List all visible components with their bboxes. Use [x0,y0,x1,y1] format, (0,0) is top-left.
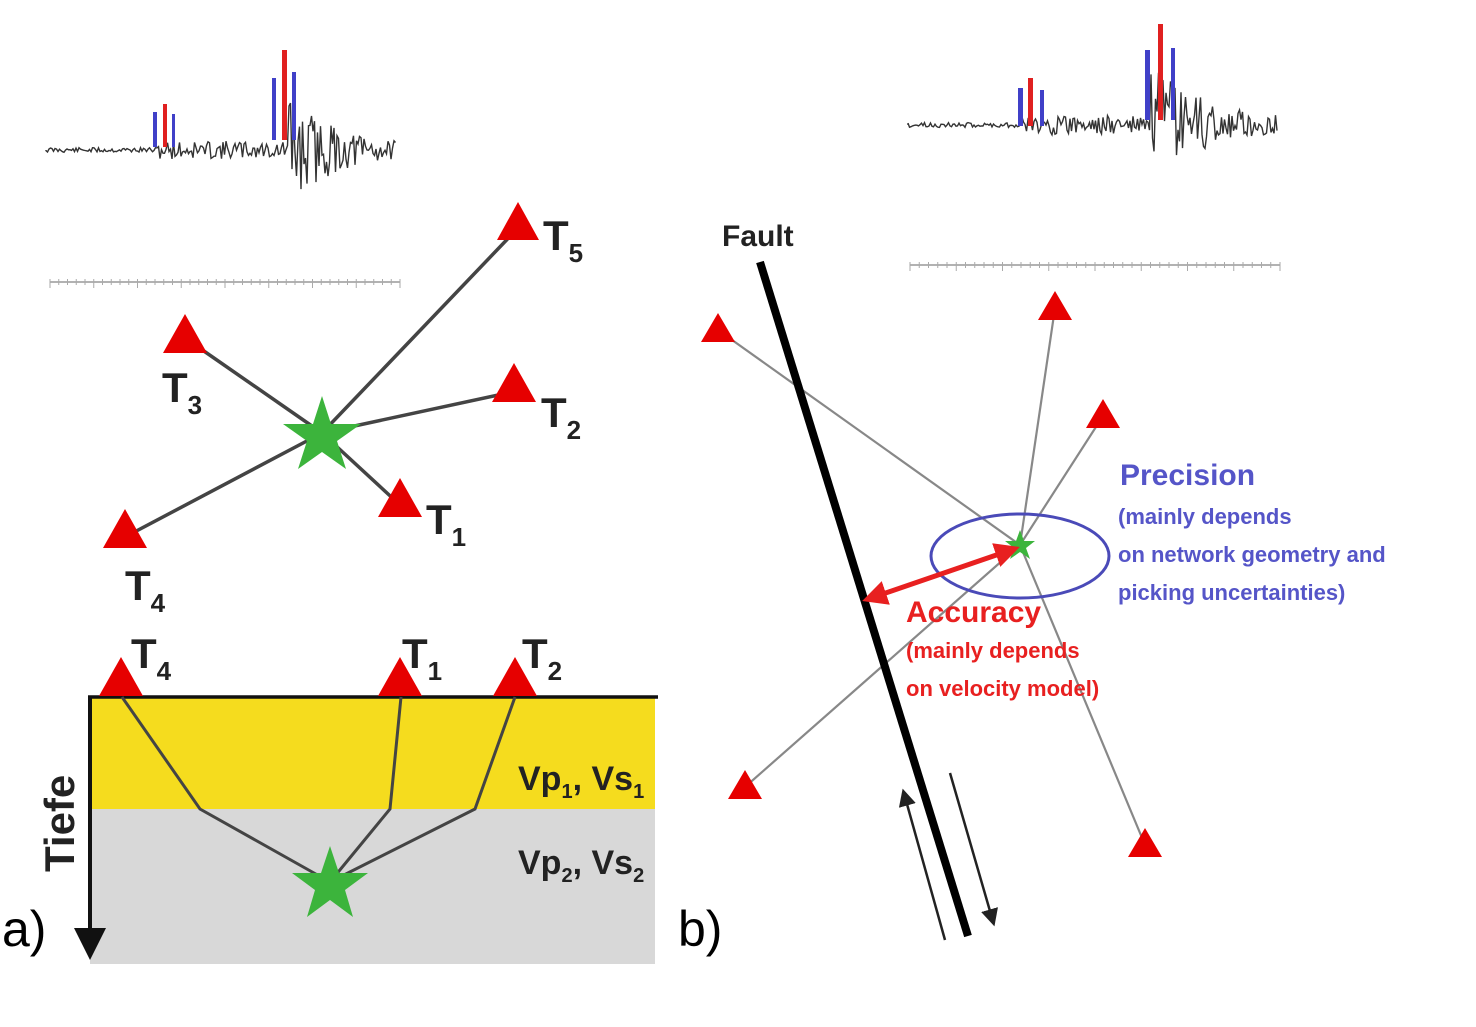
label-t1: T1 [426,496,466,552]
ray-b-n [1018,307,1057,546]
slip-arrow-down [948,772,998,927]
depth-axis-label: Tiefe [36,775,83,872]
pick-blue-p-a [153,112,157,147]
label-t2: T2 [541,389,581,445]
pick-red-p-a [163,104,167,147]
station-t4-triangle [103,509,147,548]
ray-t5 [320,226,520,435]
layer-1-velocity-label: Vp1, Vs1 [518,760,644,803]
station-b-se-triangle [1128,828,1162,857]
label-section-t1: T1 [402,630,442,686]
fault-label: Fault [722,220,794,253]
time-axis-ticks-b [909,262,1281,271]
accuracy-arrow [862,543,1020,605]
pick-blue-s-b [1145,50,1150,120]
pick-blue-p2-a [172,114,175,147]
accuracy-desc-1: (mainly depends [906,638,1080,663]
pick-blue-p-b [1018,88,1023,126]
pick-blue-s-a [272,78,276,140]
precision-desc-3: picking uncertainties) [1118,580,1345,605]
slip-arrow-up [898,788,947,941]
precision-title: Precision [1120,459,1255,492]
pick-blue-s2-a [292,72,296,140]
seismogram-trace-a [45,102,397,190]
label-section-t2: T2 [522,630,562,686]
depth-section-a: T4 T1 T2 Vp1, Vs1 Vp2, Vs2 Tiefe [36,630,658,964]
station-section-t1-triangle [378,657,422,696]
time-axis-ticks-a [49,279,401,288]
pick-blue-s2-b [1171,48,1175,120]
station-b-nw-triangle [701,313,735,342]
station-t3-triangle [163,314,207,353]
ray-t4 [124,431,323,539]
depth-axis-arrow [74,928,106,960]
precision-desc-1: (mainly depends [1118,504,1292,529]
ray-section-t4 [120,696,331,884]
station-section-t4-triangle [99,657,143,696]
pick-red-p-b [1028,78,1033,126]
hypocenter-star-a [292,846,368,917]
station-b-ne-triangle [1086,399,1120,428]
label-t4-map: T4 [125,562,166,618]
precision-desc-2: on network geometry and [1118,542,1386,567]
precision-ellipse [929,512,1111,600]
pick-blue-p2-b [1040,90,1044,126]
layer-1 [90,697,655,809]
label-section-t4: T4 [131,630,172,686]
pick-red-s-a [282,50,287,140]
station-t2-triangle [492,363,536,402]
pick-red-s-b [1158,24,1163,120]
station-t5-triangle [497,202,539,240]
epicenter-star-b [1005,530,1035,559]
station-b-sw-triangle [728,770,762,799]
station-t1-triangle [378,478,422,517]
accuracy-title: Accuracy [906,596,1041,629]
ray-t3 [187,338,323,435]
ray-section-t1 [328,696,403,883]
label-t3: T3 [162,364,202,420]
label-t5: T5 [543,212,583,268]
layer-2-velocity-label: Vp2, Vs2 [518,844,644,887]
ray-b-ne [1019,415,1104,546]
station-section-t2-triangle [493,657,537,696]
station-b-n-triangle [1038,291,1072,320]
layer-2 [90,809,655,964]
epicenter-star-a [283,396,361,469]
ray-section-t2 [329,696,517,884]
panel-b-label: b) [678,901,722,957]
ray-b-se [1018,544,1147,846]
panel-a-label: a) [2,901,46,957]
accuracy-desc-2: on velocity model) [906,676,1099,701]
seismogram-trace-b [907,72,1278,156]
ray-b-nw [717,329,1021,546]
seismogram-b [907,24,1281,271]
seismogram-a [45,50,401,288]
